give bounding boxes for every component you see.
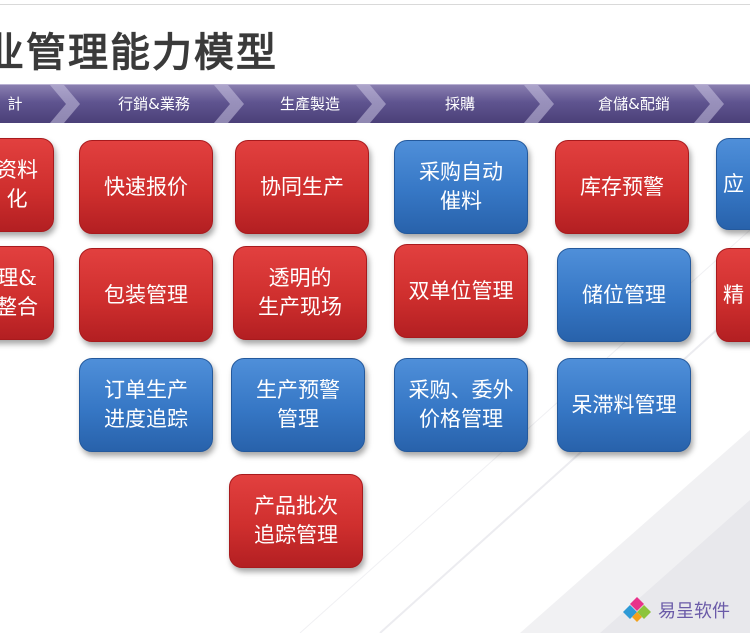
capability-card: 资料 化: [0, 138, 54, 232]
capability-card-slow-moving: 呆滞料管理: [557, 358, 691, 452]
stage-design: 計: [0, 85, 80, 123]
capability-card-collab-production: 协同生产: [235, 140, 369, 234]
brand-logo-text: 易呈软件: [658, 601, 730, 622]
stage-label: 生產製造: [279, 95, 340, 113]
capability-card: 理& 整合: [0, 246, 54, 340]
capability-card-auto-reminder: 采购自动 催料: [394, 140, 528, 234]
brand-logo-icon: [623, 597, 651, 622]
capability-card-transparent-floor: 透明的 生产现场: [233, 246, 367, 340]
top-divider: [0, 4, 750, 5]
capability-card-location: 储位管理: [557, 248, 691, 342]
capability-card-production-alert: 生产预警 管理: [231, 358, 365, 452]
stage-label: [724, 85, 750, 123]
chevron-divider-icon: [524, 85, 554, 123]
stage-production: 生產製造: [228, 85, 388, 123]
stage-label: 計: [7, 95, 23, 113]
chevron-divider-icon: [356, 85, 386, 123]
capability-card-packaging: 包装管理: [79, 248, 213, 342]
stage-label: 行銷&業務: [118, 95, 190, 113]
process-chevron-bar: 計 行銷&業務 生產製造 採購 倉儲&配銷: [0, 84, 750, 123]
capability-card-batch-tracking: 产品批次 追踪管理: [229, 474, 363, 568]
stage-purchasing: 採購: [386, 85, 556, 123]
stage-next: [724, 85, 750, 123]
stage-marketing-sales: 行銷&業務: [64, 85, 244, 123]
capability-card-dual-unit: 双单位管理: [394, 244, 528, 338]
capability-card-price-management: 采购、委外 价格管理: [394, 358, 528, 452]
chevron-divider-icon: [694, 85, 724, 123]
chevron-divider-icon: [50, 85, 80, 123]
capability-card-inventory-alert: 库存预警: [555, 140, 689, 234]
page-title: 业管理能力模型: [0, 30, 278, 76]
stage-label: 採購: [444, 95, 475, 113]
stage-label: 倉儲&配銷: [598, 95, 670, 113]
capability-card: 应: [716, 138, 750, 230]
chevron-divider-icon: [214, 85, 244, 123]
capability-card: 精: [716, 248, 750, 342]
brand-logo: 易呈软件: [622, 595, 730, 625]
capability-card-order-tracking: 订单生产 进度追踪: [79, 358, 213, 452]
stage-warehouse-distribution: 倉儲&配銷: [554, 85, 734, 123]
capability-card-quick-quote: 快速报价: [79, 140, 213, 234]
